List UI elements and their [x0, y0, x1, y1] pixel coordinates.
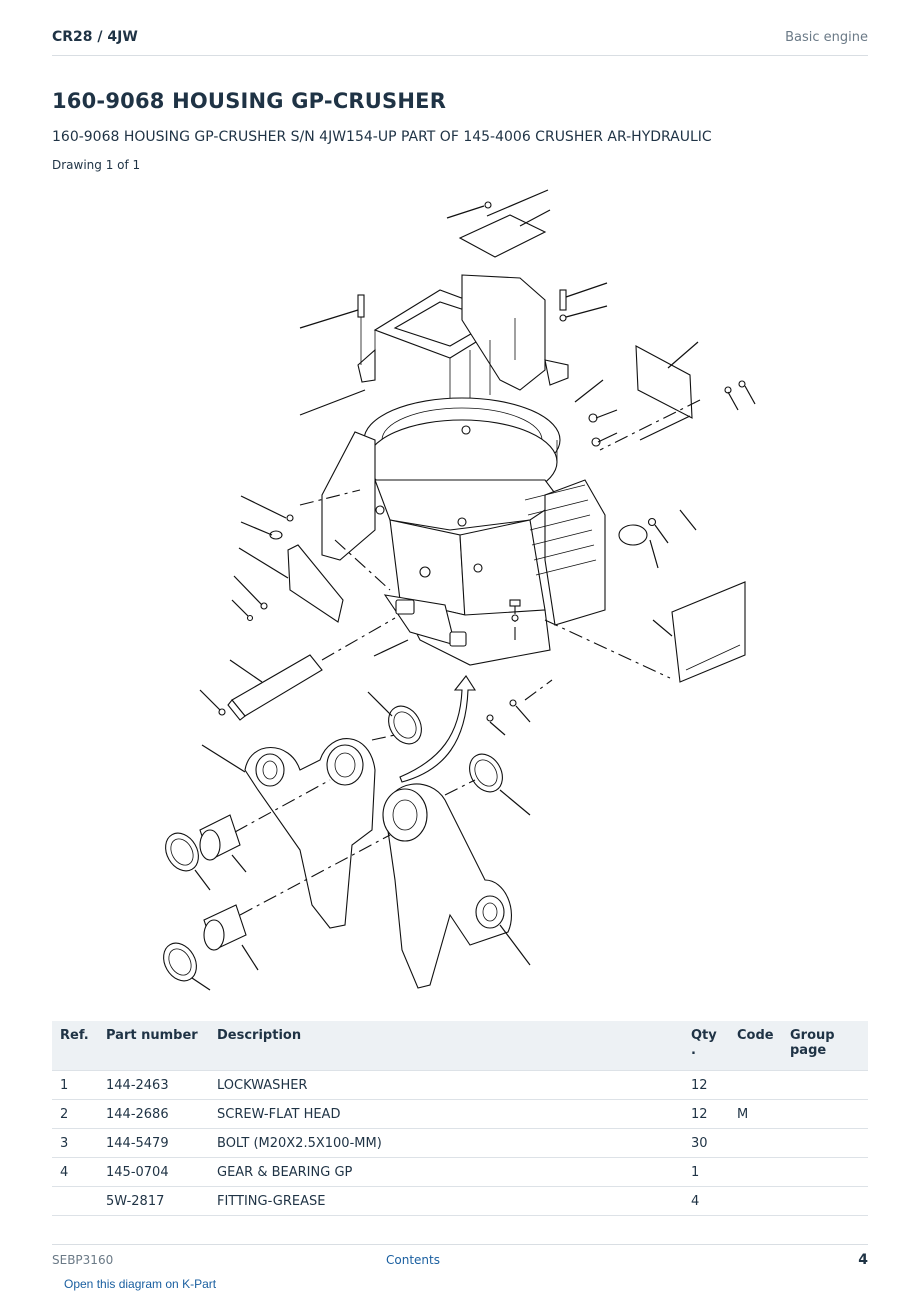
parts-table: Ref. Part number Description Qty . Code … — [52, 1021, 868, 1216]
footer-divider — [52, 1244, 868, 1245]
row-qty: 30 — [683, 1128, 729, 1158]
thrust-washers — [163, 691, 531, 991]
row-description: SCREW-FLAT HEAD — [209, 1099, 683, 1129]
row-group-page — [782, 1099, 868, 1129]
row-description: BOLT (M20X2.5X100-MM) — [209, 1128, 683, 1158]
col-description-header: Description — [209, 1021, 683, 1071]
open-diagram-link[interactable]: Open this diagram on K-Part — [64, 1277, 217, 1291]
row-code: M — [729, 1099, 782, 1129]
top-right-bolts — [559, 282, 691, 443]
table-row: 5W-2817 FITTING-GREASE 4 — [52, 1186, 868, 1216]
row-group-page — [782, 1157, 868, 1187]
row-part-number: 5W-2817 — [98, 1186, 209, 1216]
model-breadcrumb: CR28 / 4JW — [52, 29, 138, 45]
row-code — [729, 1070, 782, 1100]
pivot-arm-right — [239, 783, 531, 989]
row-code — [729, 1128, 782, 1158]
upper-housing — [357, 274, 569, 400]
exploded-parts-diagram — [163, 189, 756, 991]
assembly-centerlines — [299, 399, 701, 679]
row-description: FITTING-GREASE — [209, 1186, 683, 1216]
row-group-page — [782, 1128, 868, 1158]
bushings — [199, 814, 259, 971]
row-qty: 4 — [683, 1186, 729, 1216]
row-qty: 12 — [683, 1099, 729, 1129]
row-ref: 1 — [52, 1070, 98, 1100]
right-cover-plates — [588, 341, 756, 683]
col-part-number-header: Part number — [98, 1021, 209, 1071]
assembly-arrow — [399, 675, 553, 783]
table-row: 1 144-2463 LOCKWASHER 12 — [52, 1070, 868, 1100]
row-ref: 3 — [52, 1128, 98, 1158]
row-description: LOCKWASHER — [209, 1070, 683, 1100]
drawing-label: Drawing 1 of 1 — [52, 158, 141, 172]
row-part-number: 144-2463 — [98, 1070, 209, 1100]
top-left-bolts — [299, 294, 366, 416]
section-name: Basic engine — [785, 30, 868, 45]
grease-cylinder — [199, 617, 409, 721]
row-qty: 1 — [683, 1157, 729, 1187]
top-cover-plate — [446, 189, 551, 258]
page-number: 4 — [858, 1252, 868, 1268]
row-ref: 4 — [52, 1157, 98, 1187]
table-row: 3 144-5479 BOLT (M20X2.5X100-MM) 30 — [52, 1128, 868, 1158]
header-divider — [52, 55, 868, 56]
pivot-arm-left — [201, 738, 376, 929]
left-cover-plates — [231, 495, 344, 623]
row-group-page — [782, 1186, 868, 1216]
row-code — [729, 1186, 782, 1216]
col-code-header: Code — [729, 1021, 782, 1071]
page-title: 160-9068 HOUSING GP-CRUSHER — [52, 89, 447, 113]
contents-link[interactable]: Contents — [386, 1253, 440, 1267]
page-subtitle: 160-9068 HOUSING GP-CRUSHER S/N 4JW154-U… — [52, 129, 712, 145]
document-id: SEBP3160 — [52, 1253, 114, 1267]
row-description: GEAR & BEARING GP — [209, 1157, 683, 1187]
row-code — [729, 1157, 782, 1187]
col-group-page-header: Group page — [782, 1021, 868, 1071]
row-ref — [52, 1186, 98, 1216]
row-part-number: 145-0704 — [98, 1157, 209, 1187]
col-ref-header: Ref. — [52, 1021, 98, 1071]
row-part-number: 144-2686 — [98, 1099, 209, 1129]
col-qty-header: Qty . — [683, 1021, 729, 1071]
row-qty: 12 — [683, 1070, 729, 1100]
table-header-row: Ref. Part number Description Qty . Code … — [52, 1021, 868, 1071]
row-group-page — [782, 1070, 868, 1100]
row-part-number: 144-5479 — [98, 1128, 209, 1158]
table-row: 2 144-2686 SCREW-FLAT HEAD 12 M — [52, 1099, 868, 1129]
table-row: 4 145-0704 GEAR & BEARING GP 1 — [52, 1157, 868, 1187]
row-ref: 2 — [52, 1099, 98, 1129]
